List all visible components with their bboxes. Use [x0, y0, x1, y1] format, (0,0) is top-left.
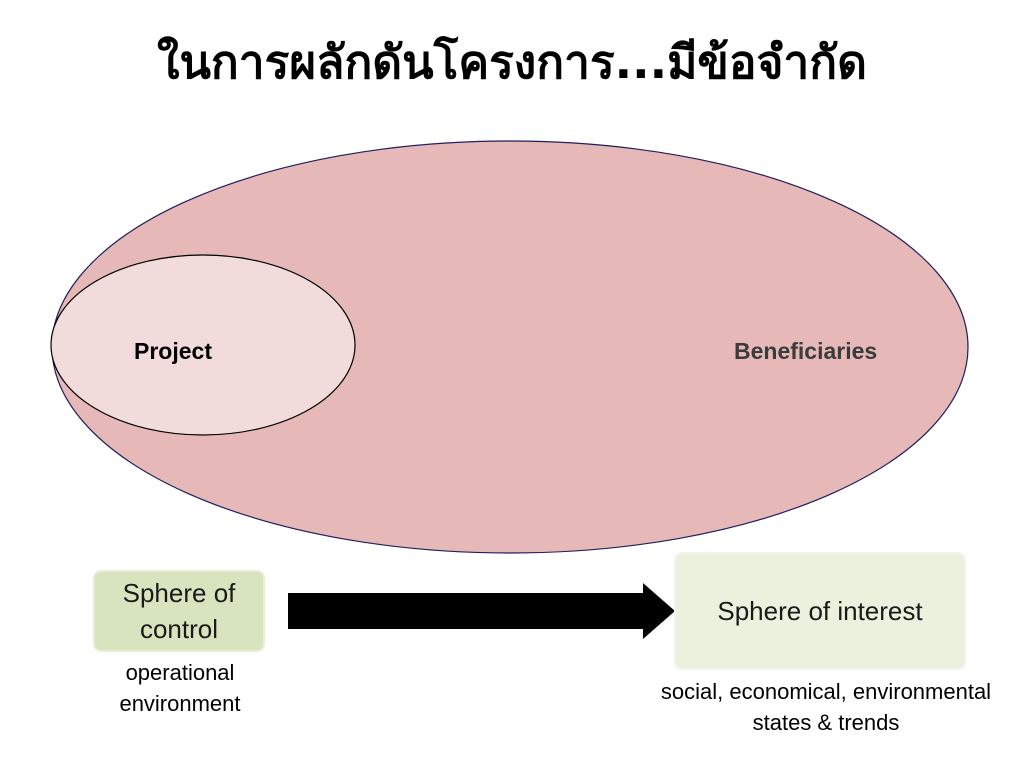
sphere-of-control-box: Sphere of control [93, 570, 265, 652]
sphere-of-interest-caption: social, economical, environmental states… [660, 679, 992, 735]
project-label: Project [134, 338, 212, 364]
sphere-of-interest-label: Sphere of interest [717, 596, 923, 626]
project-ellipse [50, 254, 356, 436]
beneficiaries-label: Beneficiaries [734, 338, 878, 364]
sphere-of-interest-box: Sphere of interest [674, 552, 966, 670]
right-arrow-icon [288, 583, 675, 639]
slide-title: ในการผลักดันโครงการ...มีข้อจำกัด [157, 35, 867, 89]
sphere-of-control-caption: operational environment [119, 660, 241, 716]
sphere-of-control-label: Sphere of control [122, 578, 236, 644]
